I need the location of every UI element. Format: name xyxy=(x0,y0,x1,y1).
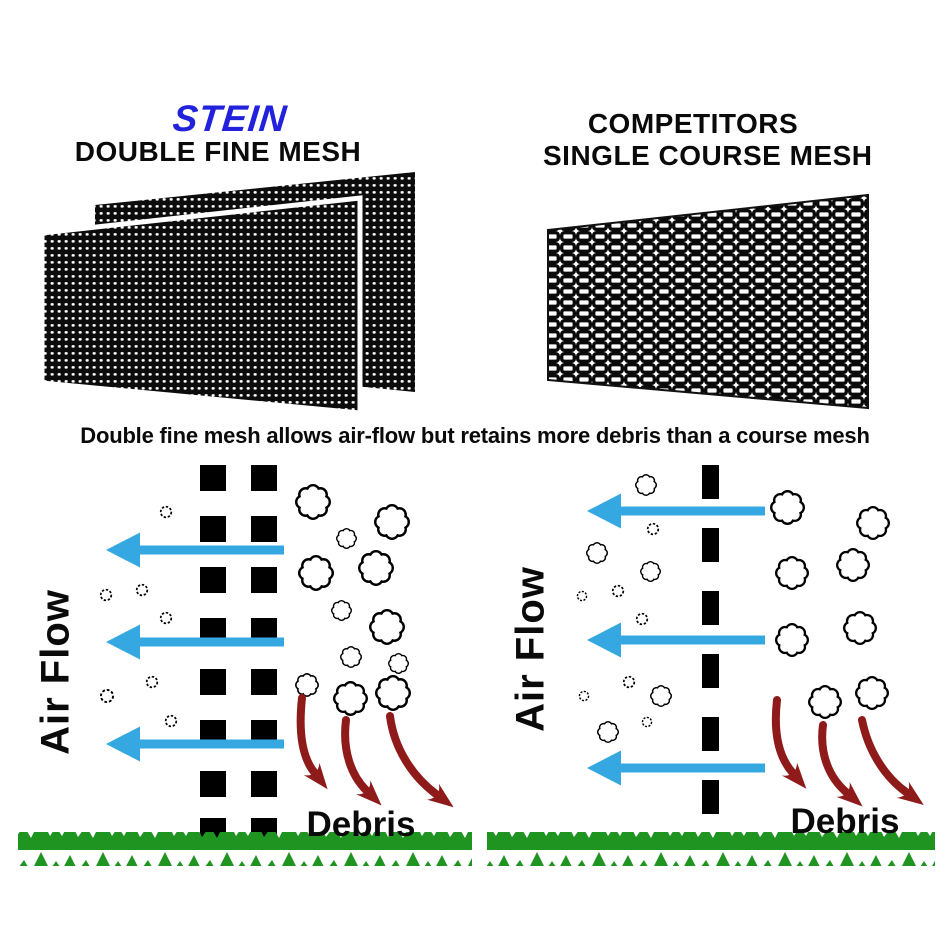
debris-label-left: Debris xyxy=(306,805,416,844)
debris-cloud-icon xyxy=(340,646,362,668)
debris-cloud-icon xyxy=(597,721,619,743)
mesh-column-2 xyxy=(251,465,277,844)
debris-cloud-icon xyxy=(775,623,809,657)
caption: Double fine mesh allows air-flow but ret… xyxy=(80,423,870,448)
debris-cloud-icon xyxy=(374,504,410,540)
air-flow-label-right: Air Flow xyxy=(508,566,553,732)
debris-cloud-icon xyxy=(388,653,409,674)
air-flow-arrow-icon xyxy=(587,493,765,529)
air-particle-icon xyxy=(99,588,113,602)
air-particle-icon xyxy=(611,584,625,598)
air-flow-arrows-right xyxy=(587,493,765,786)
right-mesh-title-line2: SINGLE COURSE MESH xyxy=(543,140,873,171)
debris-clouds-right xyxy=(770,490,890,719)
debris-cloud-icon xyxy=(369,609,405,645)
air-particle-icon xyxy=(576,590,588,602)
debris-cloud-icon xyxy=(295,484,331,520)
debris-cloud-icon xyxy=(808,685,842,719)
debris-label-right: Debris xyxy=(790,802,900,841)
air-particle-icon xyxy=(622,675,636,689)
debris-cloud-icon xyxy=(640,561,661,582)
debris-arrows-right xyxy=(771,696,924,807)
right-mesh-title-line1: COMPETITORS xyxy=(587,108,799,139)
air-flow-label-left: Air Flow xyxy=(33,589,78,755)
grass-icon xyxy=(18,832,472,866)
air-particle-icon xyxy=(159,505,173,519)
air-particle-icon xyxy=(135,583,149,597)
grass-icon xyxy=(487,832,935,866)
brand-logo: STEIN xyxy=(170,98,290,139)
debris-arrow-icon xyxy=(341,716,382,806)
debris-cloud-icon xyxy=(586,542,608,564)
debris-arrow-icon xyxy=(858,716,924,805)
debris-cloud-icon xyxy=(298,555,334,591)
debris-cloud-icon xyxy=(775,556,809,590)
debris-arrows-left xyxy=(296,694,454,808)
coarse-mesh-panel xyxy=(547,193,869,410)
debris-cloud-icon xyxy=(295,673,319,697)
air-particle-icon xyxy=(641,716,653,728)
debris-arrow-icon xyxy=(296,694,328,790)
fine-mesh-front-panel xyxy=(39,195,363,416)
left-mesh-title: DOUBLE FINE MESH xyxy=(74,136,362,167)
debris-cloud-icon xyxy=(856,506,890,540)
debris-cloud-icon xyxy=(843,611,877,645)
air-particle-icon xyxy=(164,714,178,728)
mesh-column-1 xyxy=(200,465,226,844)
debris-cloud-icon xyxy=(333,681,368,716)
air-particle-icon xyxy=(646,522,660,536)
air-particle-icon xyxy=(159,611,173,625)
debris-cloud-icon xyxy=(770,490,805,525)
debris-cloud-icon xyxy=(375,675,411,711)
air-particle-icon xyxy=(635,612,649,626)
debris-cloud-icon xyxy=(331,600,352,621)
debris-arrow-icon xyxy=(771,696,807,789)
debris-cloud-icon xyxy=(836,548,870,582)
debris-cloud-icon xyxy=(650,685,672,707)
debris-cloud-icon xyxy=(358,550,394,586)
air-particle-icon xyxy=(99,688,115,704)
air-flow-arrow-icon xyxy=(587,622,765,658)
single-mesh-cross-section xyxy=(702,465,719,814)
debris-cloud-icon xyxy=(855,676,889,710)
debris-arrow-icon xyxy=(386,712,454,808)
air-particle-icon xyxy=(578,690,590,702)
debris-clouds-left xyxy=(295,484,411,716)
air-particle-icon xyxy=(145,675,159,689)
debris-cloud-icon xyxy=(336,528,357,549)
air-flow-arrow-icon xyxy=(587,750,765,786)
debris-cloud-icon xyxy=(635,474,657,496)
double-mesh-cross-section xyxy=(200,465,277,844)
debris-arrow-icon xyxy=(818,721,863,807)
